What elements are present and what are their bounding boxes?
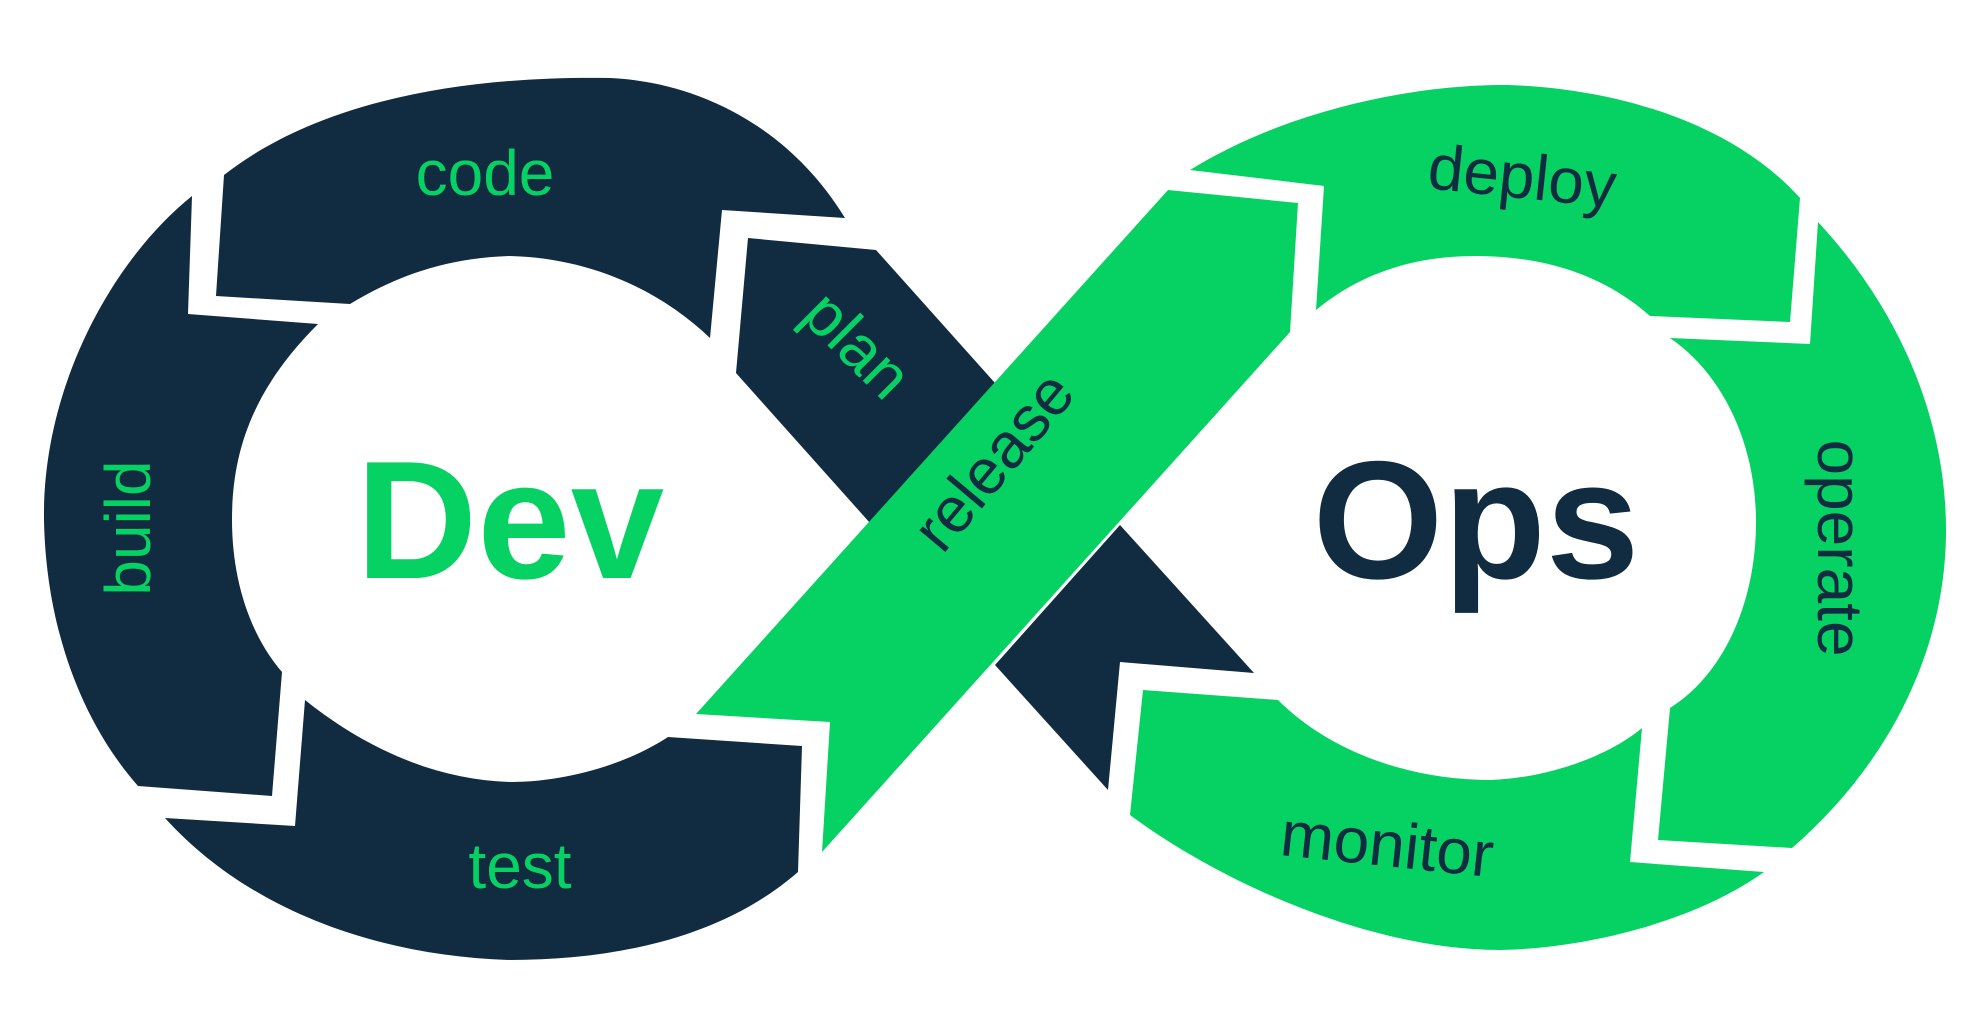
deploy-segment (1190, 84, 1800, 323)
stage-label-test: test (468, 830, 571, 902)
dev-title: Dev (356, 426, 664, 614)
code-segment (216, 77, 845, 339)
build-segment (43, 196, 319, 796)
release-segment (696, 190, 1298, 852)
stage-label-build: build (92, 460, 164, 595)
stage-label-operate: operate (1804, 439, 1876, 656)
ops-title: Ops (1313, 426, 1640, 614)
monitor-dark-segment (995, 525, 1254, 790)
test-segment (165, 700, 802, 960)
operate-segment (1658, 222, 1946, 848)
monitor-segment (1130, 690, 1764, 950)
stage-label-code: code (416, 137, 555, 209)
plan-segment (736, 238, 995, 523)
